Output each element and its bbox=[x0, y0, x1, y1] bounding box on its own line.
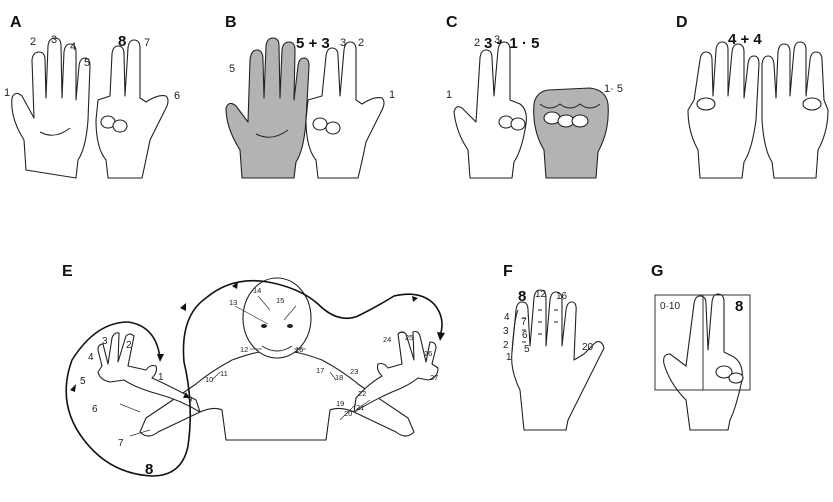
panel-b: B 5 + 3 5 3 2 1 bbox=[225, 14, 395, 179]
panel-f-num-6: 6 bbox=[522, 330, 528, 341]
panel-e-result: 8 bbox=[145, 461, 153, 478]
panel-c-expression: 3 + 1 · 5 bbox=[484, 35, 539, 52]
panel-f-result: 8 bbox=[518, 288, 526, 305]
panel-f-num-20: 20 bbox=[582, 342, 594, 353]
panel-e-left-arm bbox=[97, 332, 201, 413]
panel-f-num-4: 4 bbox=[504, 312, 510, 323]
panel-e-num-10: 10 bbox=[205, 375, 213, 384]
panel-a-right-hand bbox=[95, 39, 169, 179]
panel-f-num-12: 12 bbox=[535, 289, 547, 300]
panel-e-num-9: 9 bbox=[188, 395, 192, 404]
panel-e-num-3: 3 bbox=[102, 336, 108, 347]
panel-e-num-12: 12 bbox=[240, 345, 248, 354]
panel-a-num-6: 6 bbox=[174, 90, 180, 102]
panel-a-num-3: 3 bbox=[51, 34, 57, 46]
panel-a-num-7: 7 bbox=[144, 37, 150, 49]
panel-e-num-17: 17 bbox=[316, 366, 324, 375]
panel-b-num-2: 2 bbox=[358, 37, 364, 49]
panel-e-num-23: 23 bbox=[350, 367, 358, 376]
panel-e-num-13: 13 bbox=[229, 298, 237, 307]
panel-e-num-27: 27 bbox=[430, 373, 438, 382]
panel-a-num-5: 5 bbox=[84, 57, 90, 69]
panel-c-left-hand bbox=[453, 41, 527, 179]
panel-a-expression: 8 bbox=[118, 33, 126, 50]
panel-e-num-19: 19 bbox=[336, 399, 344, 408]
panel-g-left-box-label: 0·10 bbox=[660, 301, 680, 312]
panel-e-right-arm bbox=[353, 330, 439, 413]
panel-e-num-11: 11 bbox=[220, 369, 228, 378]
panel-c-num-1: 1 bbox=[446, 89, 452, 101]
panel-f-num-1: 1 bbox=[506, 352, 512, 363]
panel-b-shaded-hand bbox=[225, 37, 310, 179]
panel-c-num-1-5: 1· 5 bbox=[604, 83, 623, 95]
panel-f-num-16: 16 bbox=[556, 291, 568, 302]
panel-a-num-2: 2 bbox=[30, 36, 36, 48]
panel-e-num-26: 26 bbox=[424, 349, 432, 358]
panel-d: D 4 + 4 bbox=[676, 14, 829, 179]
panel-f-label: F bbox=[503, 263, 513, 280]
panel-f-num-2: 2 bbox=[503, 340, 509, 351]
panel-e-counting-path bbox=[65, 279, 443, 477]
panel-e-num-2: 2 bbox=[126, 340, 132, 351]
panel-e-num-14: 14 bbox=[253, 286, 261, 295]
panel-d-expression: 4 + 4 bbox=[728, 31, 762, 48]
panel-g-right-box-label: 8 bbox=[735, 298, 743, 315]
panel-d-label: D bbox=[676, 14, 688, 31]
panel-b-num-3: 3 bbox=[340, 37, 346, 49]
panel-f-num-7: 7 bbox=[521, 317, 527, 328]
panel-a-num-1: 1 bbox=[4, 87, 10, 99]
panel-e-num-18: 18 bbox=[335, 373, 343, 382]
panel-b-num-5: 5 bbox=[229, 63, 235, 75]
panel-b-expression: 5 + 3 bbox=[296, 35, 330, 52]
panel-g-label: G bbox=[651, 263, 663, 280]
panel-e-num-21: 21 bbox=[356, 403, 364, 412]
panel-a: A 8 2 3 4 5 1 7 6 bbox=[4, 14, 180, 179]
panel-e-num-1: 1 bbox=[158, 372, 164, 383]
panel-f-num-3: 3 bbox=[503, 326, 509, 337]
panel-e-label: E bbox=[62, 263, 73, 280]
panel-e-num-20: 20 bbox=[344, 409, 352, 418]
panel-b-right-hand bbox=[305, 41, 385, 179]
panel-e-num-6: 6 bbox=[92, 404, 98, 415]
panel-e-num-7: 7 bbox=[118, 438, 124, 449]
panel-d-left-hand bbox=[687, 41, 760, 179]
panel-f: F 8 12 16 4 3 2 1 7 6 5 20 bbox=[503, 263, 605, 431]
panel-b-num-1: 1 bbox=[389, 89, 395, 101]
panel-e-num-15: 15 bbox=[276, 296, 284, 305]
panel-c-num-2: 2 bbox=[474, 37, 480, 49]
panel-c: C 3 + 1 · 5 2 3 1 1· 5 bbox=[446, 14, 623, 179]
panel-c-label: C bbox=[446, 14, 458, 31]
panel-g: G 0·10 8 bbox=[651, 263, 751, 431]
panel-e-num-24: 24 bbox=[383, 335, 391, 344]
panel-d-right-hand bbox=[761, 41, 829, 179]
panel-f-hand bbox=[511, 289, 605, 431]
panel-c-num-3: 3 bbox=[494, 34, 500, 46]
panel-e-num-16: 16 bbox=[295, 345, 303, 354]
panel-c-shaded-fist bbox=[533, 87, 609, 179]
panel-e-num-5: 5 bbox=[80, 376, 86, 387]
panel-e-num-22: 22 bbox=[358, 389, 366, 398]
panel-f-num-5: 5 bbox=[524, 344, 530, 355]
panel-a-label: A bbox=[10, 14, 22, 31]
panel-b-label: B bbox=[225, 14, 237, 31]
panel-e: E 2 3 4 5 1 bbox=[62, 263, 445, 478]
panel-a-num-4: 4 bbox=[70, 41, 76, 53]
panel-e-num-4: 4 bbox=[88, 352, 94, 363]
panel-a-left-hand bbox=[11, 37, 91, 179]
panel-e-num-25: 25 bbox=[405, 333, 413, 342]
